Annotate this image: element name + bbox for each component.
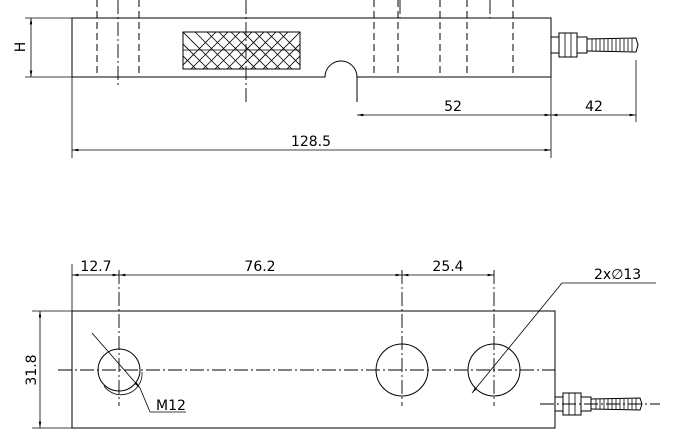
top-body-outline [71, 310, 556, 429]
dim-12-7-label: 12.7 [80, 259, 111, 275]
threaded-hole-m12 [97, 348, 143, 396]
dimension-total-length: 128.5 [71, 77, 552, 158]
hole-callout-leader: 2x∅13 [471, 267, 656, 394]
thread-callout-leader: M12 [91, 332, 186, 414]
height-label: H [13, 42, 29, 53]
top-cable-connector [540, 392, 660, 416]
thread-callout-label: M12 [156, 398, 186, 414]
dim-25-4-label: 25.4 [432, 259, 463, 275]
dimension-52-42: 52 42 [357, 60, 637, 122]
dim-52-label: 52 [444, 99, 462, 115]
side-cable-connector [550, 32, 639, 58]
top-dimensions: 12.7 76.2 25.4 [71, 259, 494, 311]
side-body-outline [71, 17, 552, 78]
dim-42-label: 42 [585, 99, 603, 115]
top-view: 12.7 76.2 25.4 31.8 2x∅13 M12 [24, 259, 660, 429]
side-view: H 52 42 128.5 [13, 0, 639, 158]
dim-width-label: 31.8 [24, 354, 40, 385]
hole-callout-label: 2x∅13 [594, 267, 641, 283]
dim-76-2-label: 76.2 [244, 259, 275, 275]
dim-total-label: 128.5 [291, 134, 331, 150]
strain-gauge [182, 31, 301, 70]
dimension-h: H [13, 17, 72, 78]
dimension-width: 31.8 [24, 310, 72, 429]
